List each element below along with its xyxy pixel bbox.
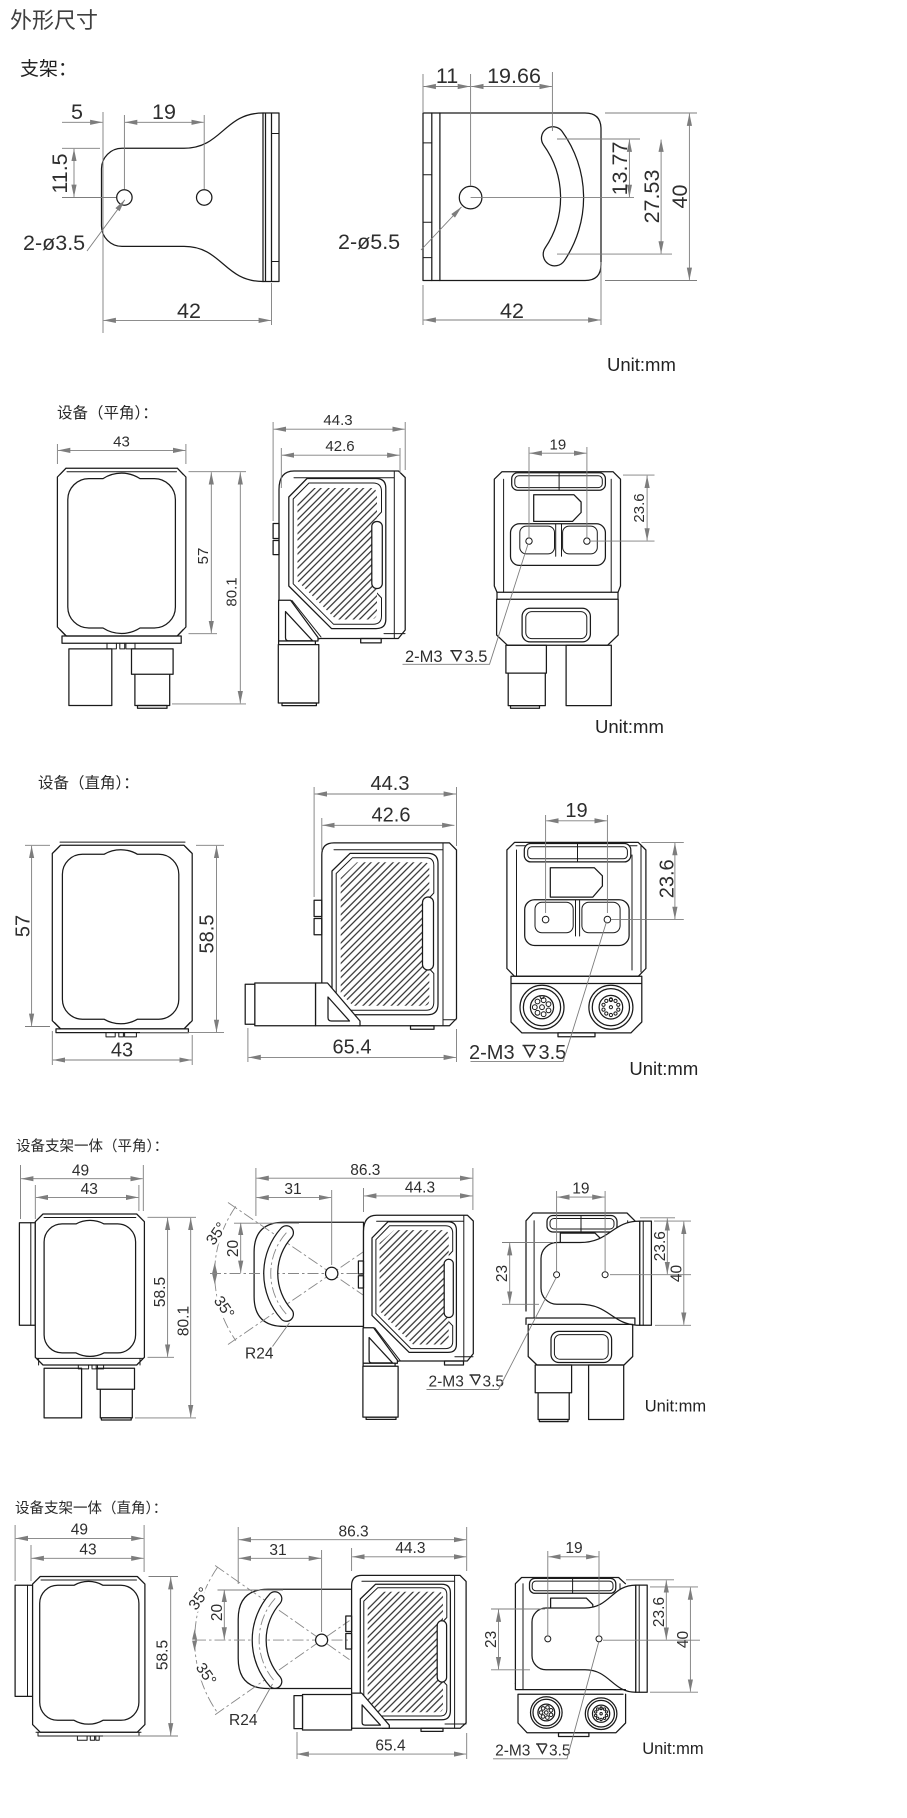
svg-text:Unit:mm: Unit:mm — [642, 1740, 703, 1758]
svg-text:65.4: 65.4 — [333, 1037, 372, 1059]
svg-text:Unit:mm: Unit:mm — [595, 716, 664, 737]
svg-text:13.77: 13.77 — [608, 142, 632, 196]
svg-text:44.3: 44.3 — [405, 1180, 435, 1197]
svg-text:43: 43 — [111, 1040, 133, 1062]
svg-text:2-M3: 2-M3 — [405, 648, 443, 666]
svg-text:35°: 35° — [210, 1293, 237, 1322]
svg-text:3.5: 3.5 — [465, 648, 488, 666]
svg-text:20: 20 — [225, 1240, 242, 1258]
svg-text:3.5: 3.5 — [483, 1374, 505, 1391]
svg-text:40: 40 — [675, 1631, 692, 1649]
svg-text:19.66: 19.66 — [487, 64, 541, 88]
svg-text:19: 19 — [565, 1540, 582, 1557]
svg-text:40: 40 — [668, 185, 692, 209]
svg-text:43: 43 — [79, 1542, 96, 1559]
svg-text:R24: R24 — [229, 1712, 258, 1729]
svg-text:58.5: 58.5 — [155, 1640, 172, 1670]
svg-text:42.6: 42.6 — [372, 804, 411, 826]
svg-text:80.1: 80.1 — [224, 577, 241, 606]
svg-text:86.3: 86.3 — [350, 1162, 380, 1179]
svg-text:设备支架一体（直角）：: 设备支架一体（直角）： — [15, 1500, 167, 1517]
svg-text:Unit:mm: Unit:mm — [629, 1058, 698, 1079]
svg-text:49: 49 — [72, 1162, 89, 1179]
svg-text:31: 31 — [269, 1542, 286, 1559]
svg-text:31: 31 — [284, 1181, 301, 1198]
svg-text:43: 43 — [113, 434, 130, 451]
svg-text:44.3: 44.3 — [395, 1540, 425, 1557]
svg-text:23.6: 23.6 — [657, 859, 679, 898]
svg-text:44.3: 44.3 — [323, 412, 352, 429]
svg-text:23.6: 23.6 — [631, 493, 648, 522]
svg-text:42: 42 — [177, 299, 201, 323]
svg-text:19: 19 — [565, 800, 587, 822]
svg-text:支架：: 支架： — [20, 58, 77, 80]
svg-text:23.6: 23.6 — [652, 1231, 669, 1261]
svg-text:42: 42 — [500, 299, 524, 323]
svg-text:19: 19 — [550, 437, 567, 454]
svg-text:20: 20 — [209, 1604, 226, 1622]
svg-text:外形尺寸: 外形尺寸 — [10, 8, 98, 33]
svg-text:R24: R24 — [245, 1346, 274, 1363]
svg-text:44.3: 44.3 — [371, 773, 410, 795]
svg-text:3.5: 3.5 — [549, 1743, 571, 1760]
svg-text:5: 5 — [71, 100, 83, 124]
svg-text:27.53: 27.53 — [640, 170, 664, 224]
svg-text:2-M3: 2-M3 — [495, 1743, 530, 1760]
svg-text:2-M3: 2-M3 — [429, 1374, 464, 1391]
svg-text:2-ø3.5: 2-ø3.5 — [23, 231, 85, 255]
svg-text:Unit:mm: Unit:mm — [607, 354, 676, 375]
svg-text:23: 23 — [483, 1631, 500, 1648]
svg-text:49: 49 — [71, 1522, 88, 1539]
svg-text:65.4: 65.4 — [375, 1737, 406, 1754]
svg-text:11: 11 — [436, 64, 458, 88]
svg-text:43: 43 — [81, 1181, 98, 1198]
svg-text:2-M3: 2-M3 — [469, 1042, 515, 1064]
svg-text:40: 40 — [668, 1265, 685, 1283]
svg-text:35°: 35° — [192, 1660, 219, 1689]
svg-text:3.5: 3.5 — [539, 1042, 567, 1064]
svg-text:42.6: 42.6 — [325, 438, 354, 455]
svg-text:58.5: 58.5 — [152, 1277, 169, 1307]
svg-text:57: 57 — [195, 548, 212, 565]
svg-text:2-ø5.5: 2-ø5.5 — [338, 230, 400, 254]
svg-text:Unit:mm: Unit:mm — [645, 1398, 706, 1416]
svg-text:19: 19 — [572, 1181, 589, 1198]
svg-text:11.5: 11.5 — [48, 153, 72, 193]
svg-text:23.6: 23.6 — [651, 1597, 668, 1627]
svg-text:设备支架一体（平角）：: 设备支架一体（平角）： — [16, 1138, 168, 1155]
svg-text:80.1: 80.1 — [175, 1306, 192, 1336]
svg-text:57: 57 — [13, 915, 35, 937]
svg-text:设备（平角）：: 设备（平角）： — [57, 404, 158, 422]
svg-text:23: 23 — [494, 1265, 511, 1282]
svg-text:58.5: 58.5 — [197, 915, 219, 954]
svg-text:19: 19 — [152, 100, 176, 124]
svg-text:设备（直角）：: 设备（直角）： — [38, 774, 139, 792]
svg-text:86.3: 86.3 — [339, 1523, 369, 1540]
